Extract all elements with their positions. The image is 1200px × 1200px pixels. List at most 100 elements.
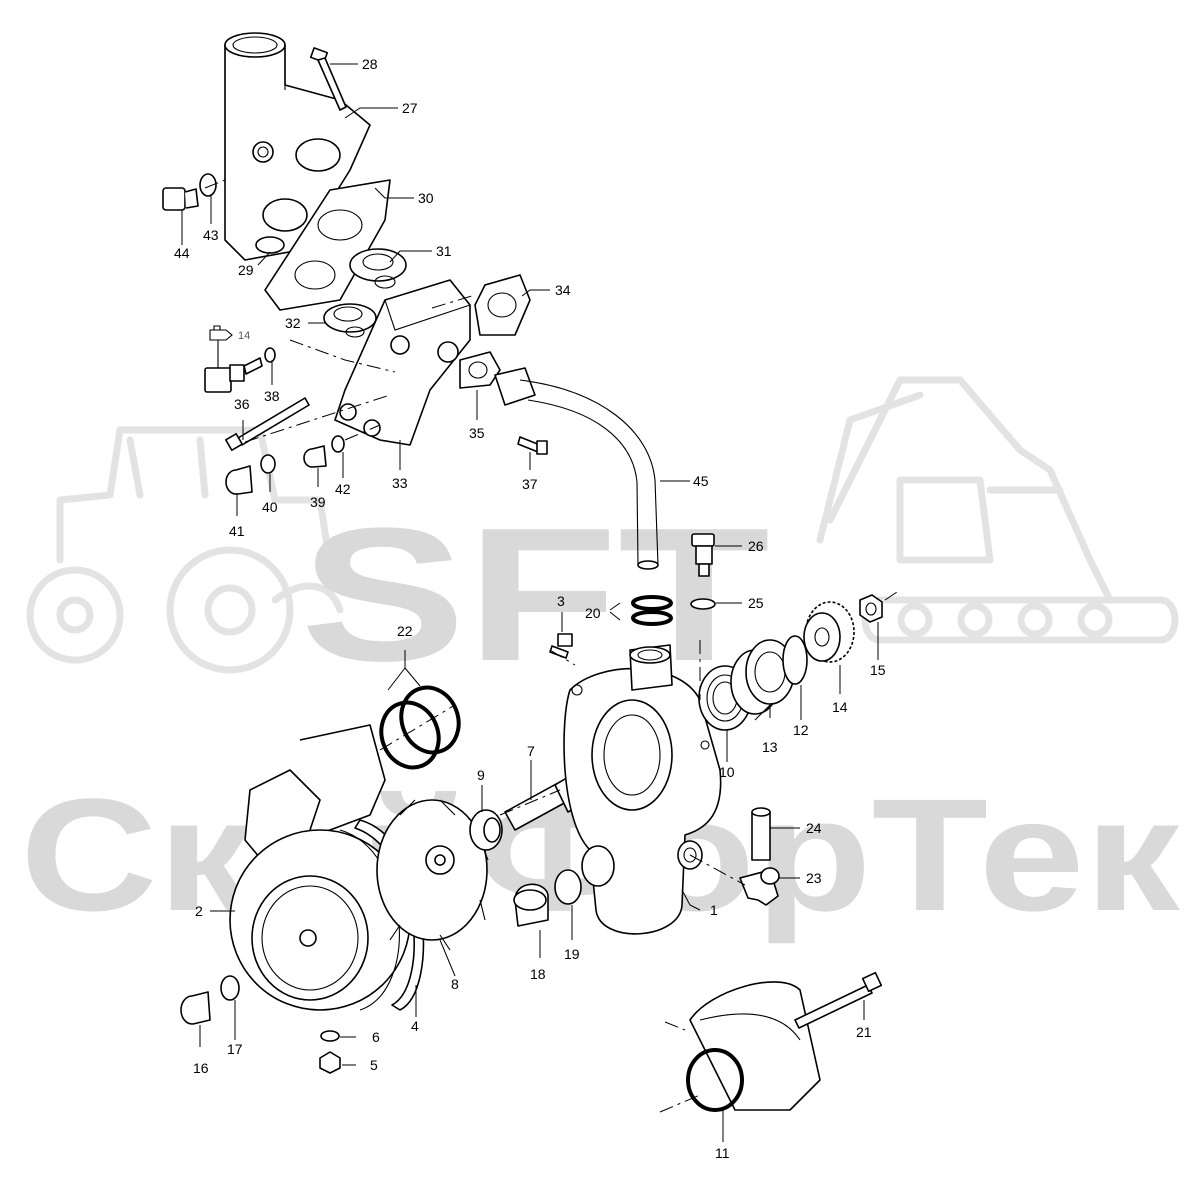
screw-part [517, 436, 548, 455]
long-bolt-part [794, 971, 883, 1029]
bypass-pipe-part [494, 367, 659, 570]
callout-32: 32 [285, 315, 301, 331]
callout-11: 11 [715, 1145, 730, 1161]
circlip-part [782, 635, 808, 685]
callout-37: 37 [522, 476, 538, 492]
callout-38: 38 [264, 388, 280, 404]
reference-pointer-icon [209, 325, 233, 341]
callout-44: 44 [174, 245, 190, 261]
callout-18: 18 [530, 966, 546, 982]
callout-6: 6 [372, 1029, 380, 1045]
impeller-part [376, 799, 489, 951]
washer-part [554, 869, 582, 905]
thermostat-part [349, 248, 407, 289]
callout-31: 31 [436, 243, 452, 259]
flange-gasket-part [474, 274, 531, 336]
mounting-bracket-part [689, 981, 821, 1111]
watermark-logo-text: SFT [300, 489, 770, 701]
callout-23: 23 [806, 870, 822, 886]
gasket-part [264, 179, 391, 311]
callout-3: 3 [557, 593, 565, 609]
o-ring-part [686, 1048, 744, 1112]
reference-label: 14 [238, 330, 250, 342]
callout-12: 12 [793, 722, 809, 738]
callout-43: 43 [203, 227, 219, 243]
plug-part [180, 991, 211, 1025]
bolt-part [309, 47, 347, 111]
screw-part [549, 633, 573, 659]
callout-41: 41 [229, 523, 245, 539]
washer-part [264, 347, 276, 363]
callout-20: 20 [585, 605, 601, 621]
callout-29: 29 [238, 262, 254, 278]
callout-1: 1 [710, 902, 718, 918]
callout-24: 24 [806, 820, 822, 836]
callout-2: 2 [195, 903, 203, 919]
shaft-seal-part [469, 809, 503, 851]
plug-part [303, 445, 327, 468]
callout-10: 10 [719, 764, 735, 780]
callout-16: 16 [193, 1060, 209, 1076]
temperature-sensor-part [204, 340, 263, 393]
callout-42: 42 [335, 481, 351, 497]
callout-4: 4 [411, 1018, 419, 1034]
callout-26: 26 [748, 538, 764, 554]
washer-part [199, 173, 217, 197]
part-callouts: 1 2 3 4 5 6 7 8 9 10 11 12 13 14 15 16 1… [174, 56, 886, 1161]
washer-part [260, 454, 276, 474]
callout-25: 25 [748, 595, 764, 611]
watermark-tractor-icon [26, 426, 344, 674]
callout-22: 22 [397, 623, 413, 639]
o-ring-part [379, 700, 441, 770]
o-ring-part [399, 685, 461, 755]
callout-14: 14 [832, 699, 848, 715]
nut-part [859, 594, 883, 623]
o-ring-part [631, 595, 673, 611]
assembly-centerlines [204, 177, 476, 443]
callout-8: 8 [451, 976, 459, 992]
plug-part [225, 465, 253, 495]
watermark-excavator-icon [816, 376, 1179, 644]
callout-19: 19 [564, 946, 580, 962]
drive-gear-part [803, 601, 855, 663]
callout-15: 15 [870, 662, 886, 678]
callout-45: 45 [693, 473, 709, 489]
callout-36: 36 [234, 396, 250, 412]
nut-part [319, 1051, 341, 1074]
washer-part [331, 435, 345, 453]
drain-plug-part [513, 883, 549, 927]
callout-39: 39 [310, 494, 326, 510]
callout-33: 33 [392, 475, 408, 491]
thermostat-housing-part [224, 32, 371, 261]
callout-7: 7 [527, 743, 535, 759]
callout-40: 40 [262, 499, 278, 515]
elbow-fitting-part [739, 867, 780, 906]
callout-27: 27 [402, 100, 418, 116]
o-ring-part [631, 610, 673, 626]
small-gasket-part [459, 351, 501, 389]
callout-35: 35 [469, 425, 485, 441]
callout-28: 28 [362, 56, 378, 72]
callout-21: 21 [856, 1024, 872, 1040]
vent-fitting-part [691, 533, 715, 577]
seal-ring-part [255, 236, 285, 254]
pump-housing-part [563, 644, 722, 935]
callout-leaders [181, 63, 879, 1142]
assembly-centerlines [379, 589, 901, 1113]
callout-13: 13 [762, 739, 778, 755]
plug-part [162, 187, 199, 211]
washer-part [690, 598, 716, 610]
callout-9: 9 [477, 767, 485, 783]
pump-cover-part [229, 724, 411, 1011]
callout-17: 17 [227, 1041, 243, 1057]
callout-5: 5 [370, 1057, 378, 1073]
washer-part [320, 1030, 340, 1042]
sleeve-part [751, 807, 771, 861]
thermostat-body-part [334, 279, 471, 446]
callout-30: 30 [418, 190, 434, 206]
callout-34: 34 [555, 282, 571, 298]
washer-part [220, 975, 240, 1001]
thermostat-part [323, 303, 377, 338]
long-bolt-part [225, 397, 310, 451]
